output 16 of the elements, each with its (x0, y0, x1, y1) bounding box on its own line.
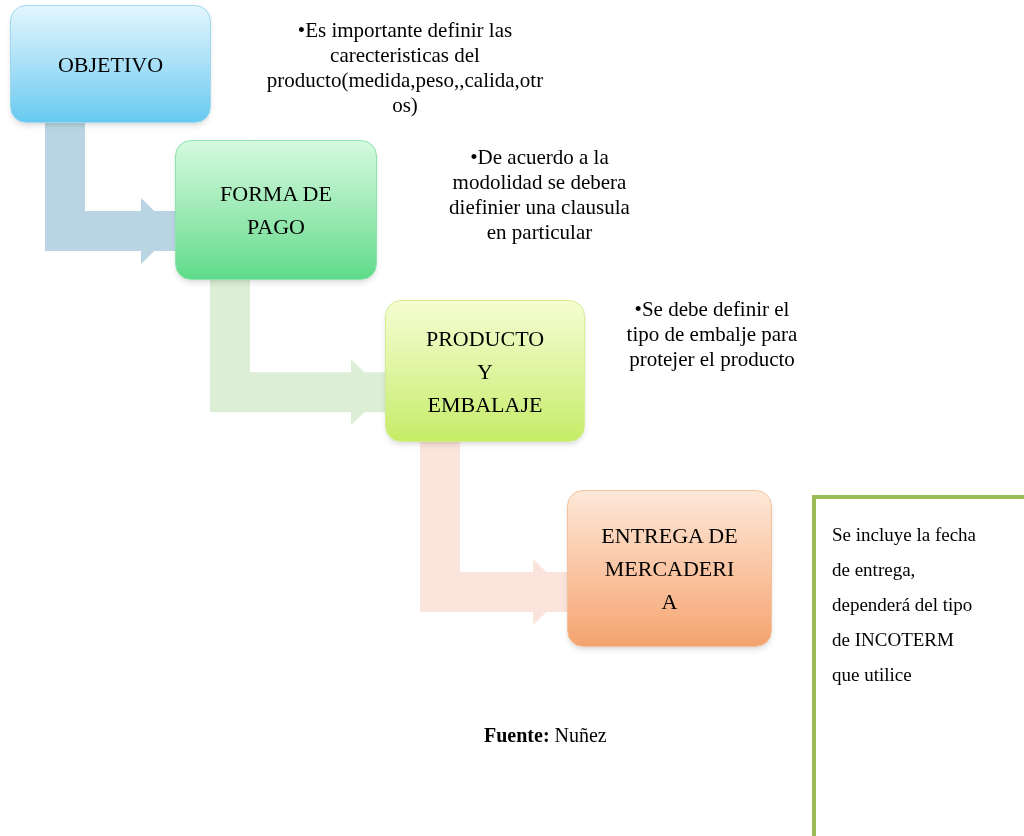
process-box (10, 5, 211, 123)
bent-arrow (210, 280, 385, 426)
process-box (175, 140, 377, 280)
process-box (385, 300, 585, 442)
bent-arrow (420, 442, 567, 626)
box-text: ENTREGA DE MERCADERIA (600, 522, 739, 616)
box-text: OBJETIVO (57, 50, 164, 79)
bullet-note: •Se debe definir el tipo de embalje para protejer el producto (625, 297, 799, 372)
box-text: Se incluye la fecha de entrega, dependerá del tipo de INCOTERM que utilice (832, 523, 977, 687)
bullet-note: •De acuerdo a la modolidad se debera diefinier una clausula en particular (448, 145, 631, 245)
box-text: PRODUCTO Y EMBALAJE (424, 324, 546, 419)
bullet-note: •Es importante definir las carecteristicas del producto(medida,peso,,calida,otros) (265, 18, 545, 118)
process-box (567, 490, 772, 647)
note-box (812, 495, 1024, 836)
source-note: Fuente: Nuñez (484, 723, 607, 748)
box-text: FORMA DE PAGO (219, 180, 333, 241)
